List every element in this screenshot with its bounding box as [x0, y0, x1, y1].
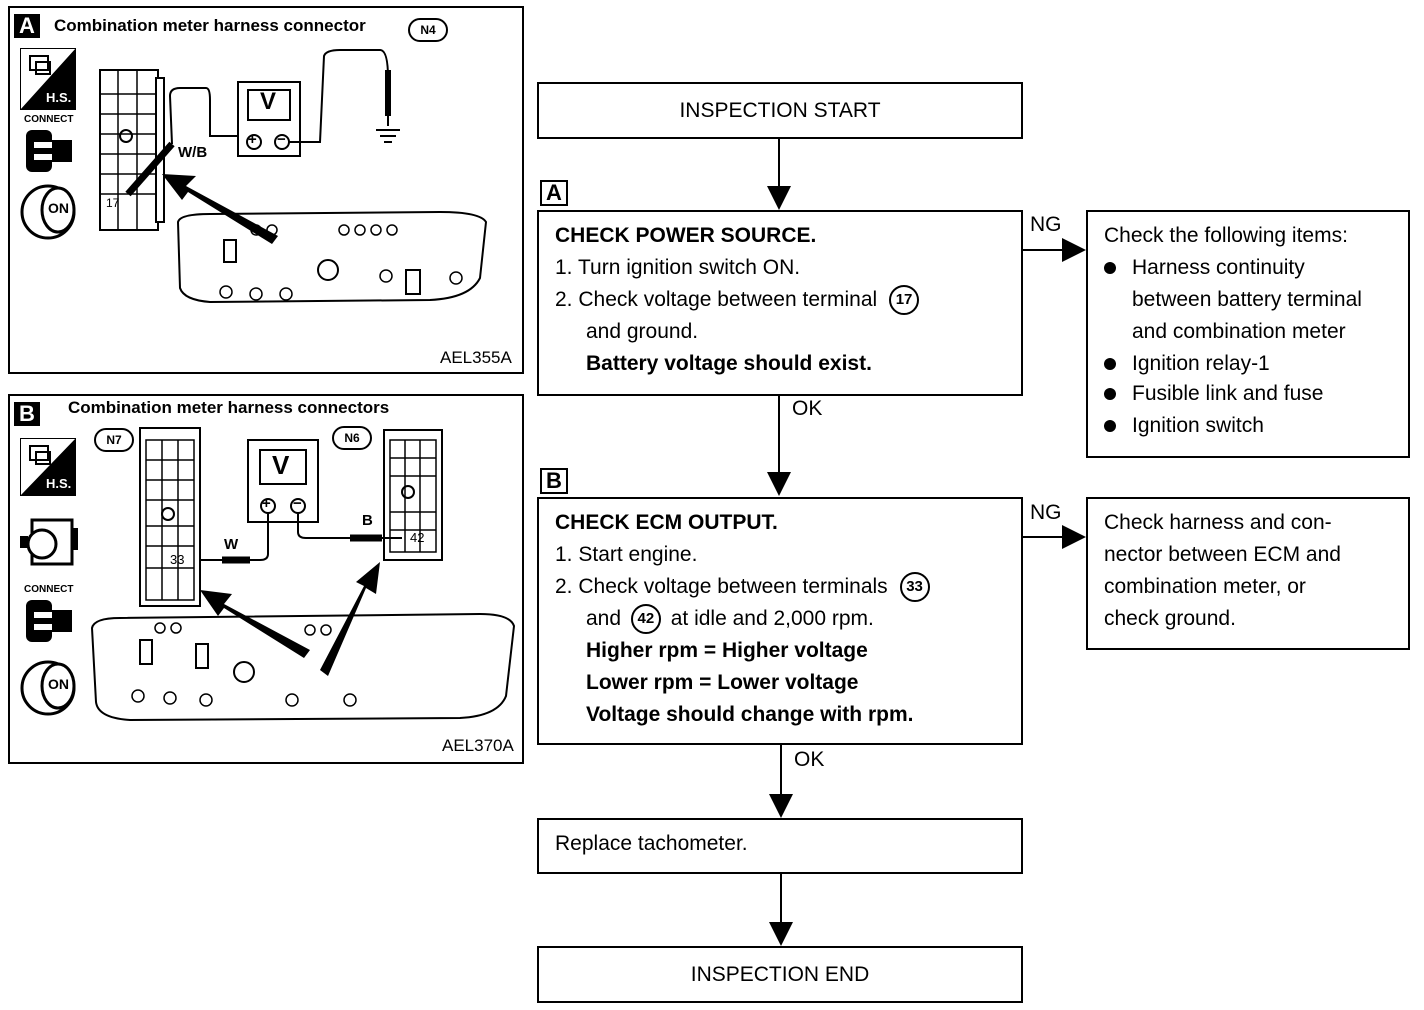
step-b-line-2: 2. Check voltage between terminals 33: [555, 571, 930, 603]
hs-label: H.S.: [46, 90, 72, 105]
panel-a-title: Combination meter harness connector: [54, 16, 366, 35]
panel-b-figure-code: AEL370A: [442, 736, 514, 755]
wire-right-label: B: [362, 512, 373, 529]
bullet-icon: [1104, 358, 1116, 371]
step-b-title: CHECK ECM OUTPUT.: [555, 511, 778, 534]
hs-icon: H.S.: [20, 438, 76, 496]
step-b-line-6: Voltage should change with rpm.: [586, 703, 914, 726]
voltmeter-label: V: [260, 88, 277, 115]
ng-b-line-4: check ground.: [1104, 607, 1236, 630]
ng-a-item-4: Ignition switch: [1104, 410, 1264, 442]
on-label: ON: [48, 676, 69, 692]
bullet-icon: [1104, 262, 1116, 275]
on-label: ON: [48, 200, 69, 216]
ng-b-line-1: Check harness and con-: [1104, 511, 1332, 534]
step-a-line-1: 1. Turn ignition switch ON.: [555, 256, 801, 279]
ng-a-item-2: Ignition relay-1: [1104, 348, 1270, 380]
panel-b: B Combination meter harness connectors N…: [8, 394, 524, 764]
meter-minus: −: [277, 131, 286, 148]
terminal-42-badge: 42: [630, 604, 661, 635]
ignition-key-icon: ON: [18, 658, 78, 716]
ok-label-1: OK: [792, 397, 823, 420]
ng-label-2: NG: [1030, 501, 1062, 524]
ng-a-box: Check the following items: Harness conti…: [1086, 210, 1410, 458]
ng-a-item-1: Harness continuity: [1104, 252, 1305, 284]
ng-a-item-1-cont-1: between battery terminal: [1132, 288, 1362, 311]
panel-a: A Combination meter harness connector N4…: [8, 6, 524, 374]
step-a-title: CHECK POWER SOURCE.: [555, 224, 817, 247]
inspection-end-label: INSPECTION END: [690, 962, 870, 986]
meter-minus: −: [293, 495, 302, 512]
terminal-33-badge: 33: [899, 572, 930, 603]
bullet-icon: [1104, 388, 1116, 401]
ng-b-box: Check harness and con- nector between EC…: [1086, 497, 1410, 650]
connect-label: CONNECT: [24, 114, 74, 125]
connect-label: CONNECT: [24, 584, 74, 595]
terminal-42: 42: [410, 530, 425, 545]
step-b-line-5: Lower rpm = Lower voltage: [586, 671, 859, 694]
replace-label: Replace tachometer.: [555, 832, 748, 855]
terminal-17-badge: 17: [889, 285, 920, 316]
ng-label-1: NG: [1030, 213, 1062, 236]
step-a-line-2: 2. Check voltage between terminal 17: [555, 284, 920, 316]
step-a-line-4: Battery voltage should exist.: [586, 352, 872, 375]
ng-a-item-3: Fusible link and fuse: [1104, 378, 1323, 410]
step-a-tag: A: [540, 180, 568, 206]
inspection-start-box: INSPECTION START: [537, 82, 1023, 139]
panel-b-title: Combination meter harness connectors: [68, 398, 390, 417]
ng-a-item-1-cont-2: and combination meter: [1132, 320, 1346, 343]
step-b-box: CHECK ECM OUTPUT. 1. Start engine. 2. Ch…: [537, 497, 1023, 745]
panel-a-figure-code: AEL355A: [440, 348, 512, 367]
step-b-line-4: Higher rpm = Higher voltage: [586, 639, 868, 662]
terminal-33: 33: [170, 552, 185, 567]
step-b-line-3: and 42 at idle and 2,000 rpm.: [586, 603, 874, 635]
panel-b-connector-left: N7: [94, 428, 134, 452]
meter-plus: +: [248, 131, 257, 148]
step-b-tag: B: [540, 468, 568, 494]
terminal-17: 17: [106, 196, 120, 210]
ng-b-line-2: nector between ECM and: [1104, 543, 1341, 566]
panel-b-connector-right: N6: [332, 426, 372, 450]
wire-left-label: W: [224, 536, 239, 553]
replace-box: Replace tachometer.: [537, 818, 1023, 874]
panel-a-tag: A: [14, 14, 40, 38]
ng-a-title: Check the following items:: [1104, 224, 1348, 247]
bullet-icon: [1104, 420, 1116, 433]
hs-icon: H.S.: [20, 48, 76, 110]
ng-b-line-3: combination meter, or: [1104, 575, 1306, 598]
meter-plus: +: [262, 495, 271, 512]
step-a-box: CHECK POWER SOURCE. 1. Turn ignition swi…: [537, 210, 1023, 396]
panel-b-drawing: [90, 427, 516, 722]
ignition-key-icon: ON: [18, 182, 78, 240]
panel-a-connector-id: N4: [408, 18, 448, 42]
voltmeter-label: V: [272, 450, 290, 480]
step-b-line-1: 1. Start engine.: [555, 543, 698, 566]
inspection-end-box: INSPECTION END: [537, 946, 1023, 1003]
panel-b-tag: B: [14, 402, 40, 426]
hs-label: H.S.: [46, 476, 72, 491]
step-a-line-3: and ground.: [586, 320, 699, 343]
panel-a-drawing: [99, 49, 488, 304]
wire-label: W/B: [178, 144, 208, 161]
inspection-start-label: INSPECTION START: [679, 98, 881, 122]
ok-label-2: OK: [794, 748, 825, 771]
